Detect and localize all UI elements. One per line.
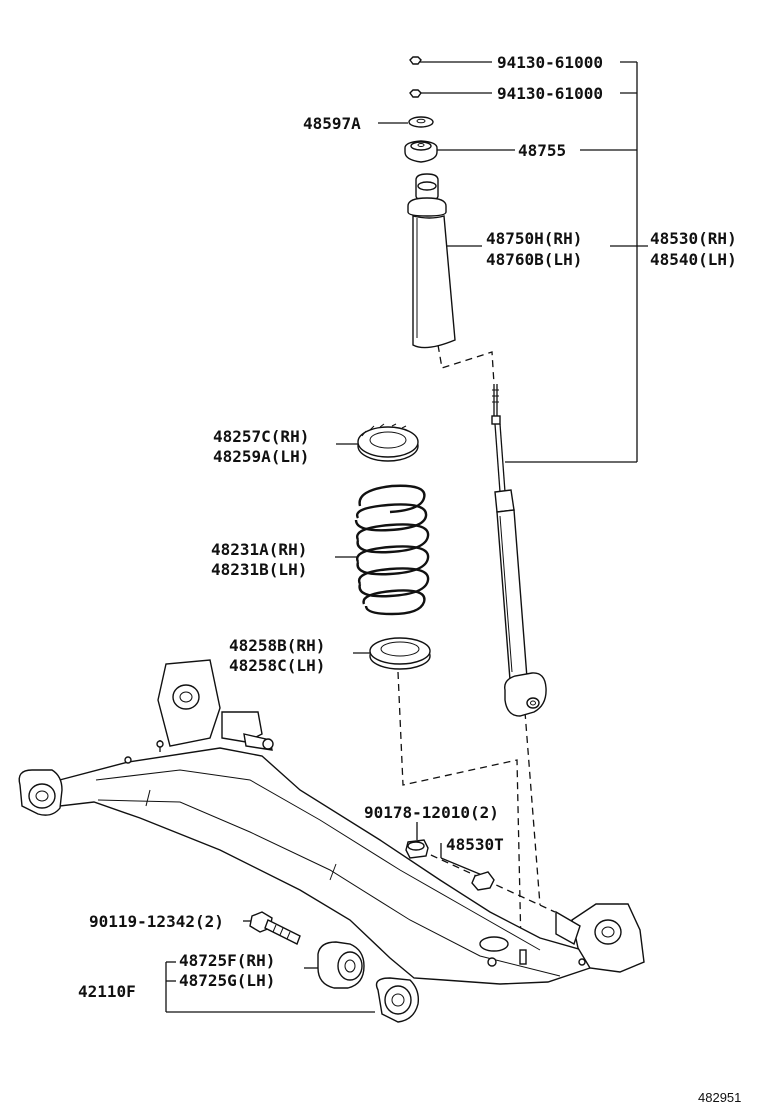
figure-number: 482951 bbox=[698, 1090, 741, 1105]
upper-spring-insulator-part bbox=[357, 423, 419, 462]
coil-spring-part bbox=[354, 484, 430, 616]
label-lower-insulator-lh: 48258C(LH) bbox=[229, 656, 325, 675]
nut-upper-part bbox=[409, 56, 422, 65]
label-nut-lower: 94130-61000 bbox=[497, 84, 603, 103]
label-upper-insulator-lh: 48259A(LH) bbox=[213, 447, 309, 466]
label-assy-rh: 48530(RH) bbox=[650, 229, 737, 248]
lower-mount-bolt-part bbox=[405, 839, 429, 859]
label-cushion: 48530T bbox=[446, 835, 504, 854]
lower-spring-insulator-part bbox=[369, 637, 431, 670]
label-absorber-lh: 48760B(LH) bbox=[486, 250, 582, 269]
label-washer: 48597A bbox=[303, 114, 361, 133]
part-labels: 94130-61000 94130-61000 48597A 48755 487… bbox=[78, 53, 741, 1105]
label-absorber-rh: 48750H(RH) bbox=[486, 229, 582, 248]
rear-axle-beam-part bbox=[18, 659, 645, 1023]
shock-absorber-part bbox=[491, 384, 547, 717]
label-assy-lh: 48540(LH) bbox=[650, 250, 737, 269]
upper-support-part bbox=[404, 140, 438, 163]
leader-lines bbox=[165, 61, 648, 1013]
label-spring-rh: 48231A(RH) bbox=[211, 540, 307, 559]
bush-part bbox=[317, 941, 365, 989]
label-nut-upper: 94130-61000 bbox=[497, 53, 603, 72]
washer-part bbox=[408, 116, 434, 128]
label-spring-lh: 48231B(LH) bbox=[211, 560, 307, 579]
label-upper-insulator-rh: 48257C(RH) bbox=[213, 427, 309, 446]
label-bush-rh: 48725F(RH) bbox=[179, 951, 275, 970]
label-axle-bolt: 90119-12342(2) bbox=[89, 912, 224, 931]
label-bush-lh: 48725G(LH) bbox=[179, 971, 275, 990]
axle-bolt-part bbox=[249, 911, 301, 945]
label-axle-beam: 42110F bbox=[78, 982, 136, 1001]
cushion-part bbox=[471, 871, 495, 891]
nut-lower-part bbox=[409, 89, 422, 98]
absorber-boot-part bbox=[407, 173, 456, 349]
label-lower-insulator-rh: 48258B(RH) bbox=[229, 636, 325, 655]
label-upper-support: 48755 bbox=[518, 141, 566, 160]
label-lower-bolt: 90178-12010(2) bbox=[364, 803, 499, 822]
